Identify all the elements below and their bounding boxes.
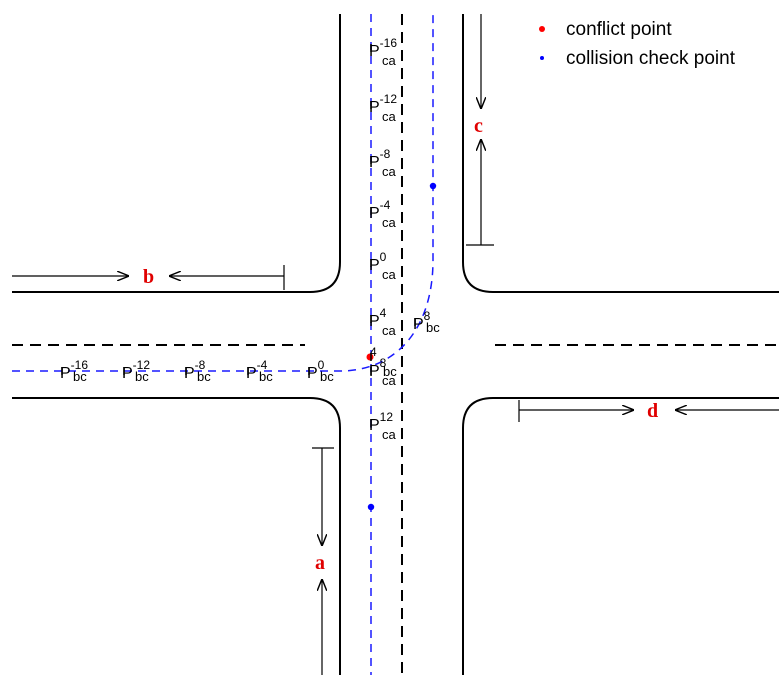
direction-label-a: a bbox=[315, 552, 325, 574]
curb-bottom-right bbox=[462, 397, 779, 675]
curb-top-right bbox=[462, 14, 779, 293]
curb-top-left bbox=[12, 14, 341, 293]
direction-label-b: b bbox=[143, 266, 154, 288]
point-label: 4bc bbox=[370, 345, 397, 379]
path-point-bc-4: 4bc bbox=[370, 345, 397, 379]
legend-collision-label: collision check point bbox=[566, 48, 736, 69]
direction-label-c: c bbox=[474, 115, 483, 137]
legend-collision-marker bbox=[540, 56, 544, 60]
legend-conflict-marker bbox=[539, 26, 545, 32]
curb-bottom-left bbox=[12, 397, 341, 675]
collision-check-point bbox=[429, 182, 437, 190]
legend-conflict-label: conflict point bbox=[566, 19, 672, 40]
collision-check-point bbox=[367, 503, 375, 511]
legend: conflict point collision check point bbox=[539, 19, 736, 69]
direction-label-d: d bbox=[647, 400, 658, 422]
path-bc bbox=[12, 14, 434, 372]
